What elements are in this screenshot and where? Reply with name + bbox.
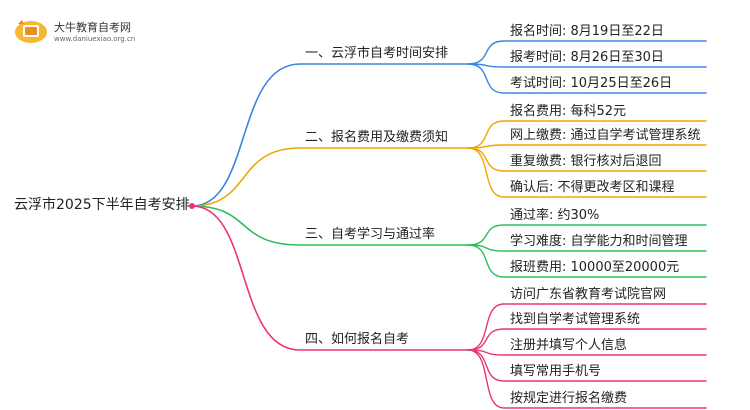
leaf-connector-schedule-2 xyxy=(467,63,707,68)
leaf-fees-2: 网上缴费: 通过自学考试管理系统 xyxy=(510,128,701,143)
leaf-study-1: 通过率: 约30% xyxy=(510,208,600,223)
leaf-schedule-3: 考试时间: 10月25日至26日 xyxy=(510,76,673,91)
connector-fees xyxy=(191,147,469,207)
leaf-connector-fees-1 xyxy=(467,120,707,149)
leaf-connector-fees-2 xyxy=(467,144,707,149)
connector-study xyxy=(191,205,469,246)
leaf-connector-register-1 xyxy=(467,303,707,351)
branch-register: 四、如何报名自考 xyxy=(305,332,410,347)
leaf-study-2: 学习难度: 自学能力和时间管理 xyxy=(510,234,688,249)
branch-fees: 二、报名费用及缴费须知 xyxy=(305,130,449,145)
leaf-connector-study-3 xyxy=(467,244,707,278)
leaf-connector-register-4 xyxy=(467,349,707,382)
site-logo: 大牛教育自考网 www.daniuexiao.org.cn xyxy=(14,16,154,48)
leaf-schedule-1: 报名时间: 8月19日至22日 xyxy=(510,24,664,39)
leaf-connector-register-5 xyxy=(467,349,707,409)
leaf-study-3: 报班费用: 10000至20000元 xyxy=(510,260,680,275)
leaf-register-3: 注册并填写个人信息 xyxy=(510,338,628,353)
root-node: 云浮市2025下半年自考安排 xyxy=(14,197,190,213)
leaf-connector-register-2 xyxy=(467,328,707,351)
leaf-register-2: 找到自学考试管理系统 xyxy=(510,312,641,327)
leaf-connector-schedule-3 xyxy=(467,63,707,94)
leaf-connector-fees-3 xyxy=(467,147,707,172)
branch-study: 三、自考学习与通过率 xyxy=(305,227,436,242)
leaf-register-4: 填写常用手机号 xyxy=(510,364,602,379)
logo-url: www.daniuexiao.org.cn xyxy=(54,35,136,43)
leaf-register-1: 访问广东省教育考试院官网 xyxy=(510,287,667,302)
leaf-schedule-2: 报考时间: 8月26日至30日 xyxy=(510,50,664,65)
connector-register xyxy=(191,205,469,351)
branch-schedule: 一、云浮市自考时间安排 xyxy=(305,46,449,61)
root-connector-dot xyxy=(189,203,195,209)
book-logo-icon xyxy=(15,20,47,43)
leaf-fees-1: 报名费用: 每科52元 xyxy=(510,104,627,119)
leaf-register-5: 按规定进行报名缴费 xyxy=(510,391,628,406)
leaf-connector-study-1 xyxy=(467,224,707,246)
connector-schedule xyxy=(191,63,469,207)
logo-title: 大牛教育自考网 xyxy=(54,21,131,34)
leaf-connector-schedule-1 xyxy=(467,40,707,65)
leaf-connector-fees-4 xyxy=(467,147,707,198)
leaf-fees-4: 确认后: 不得更改考区和课程 xyxy=(510,180,675,195)
leaf-fees-3: 重复缴费: 银行核对后退回 xyxy=(510,154,662,169)
